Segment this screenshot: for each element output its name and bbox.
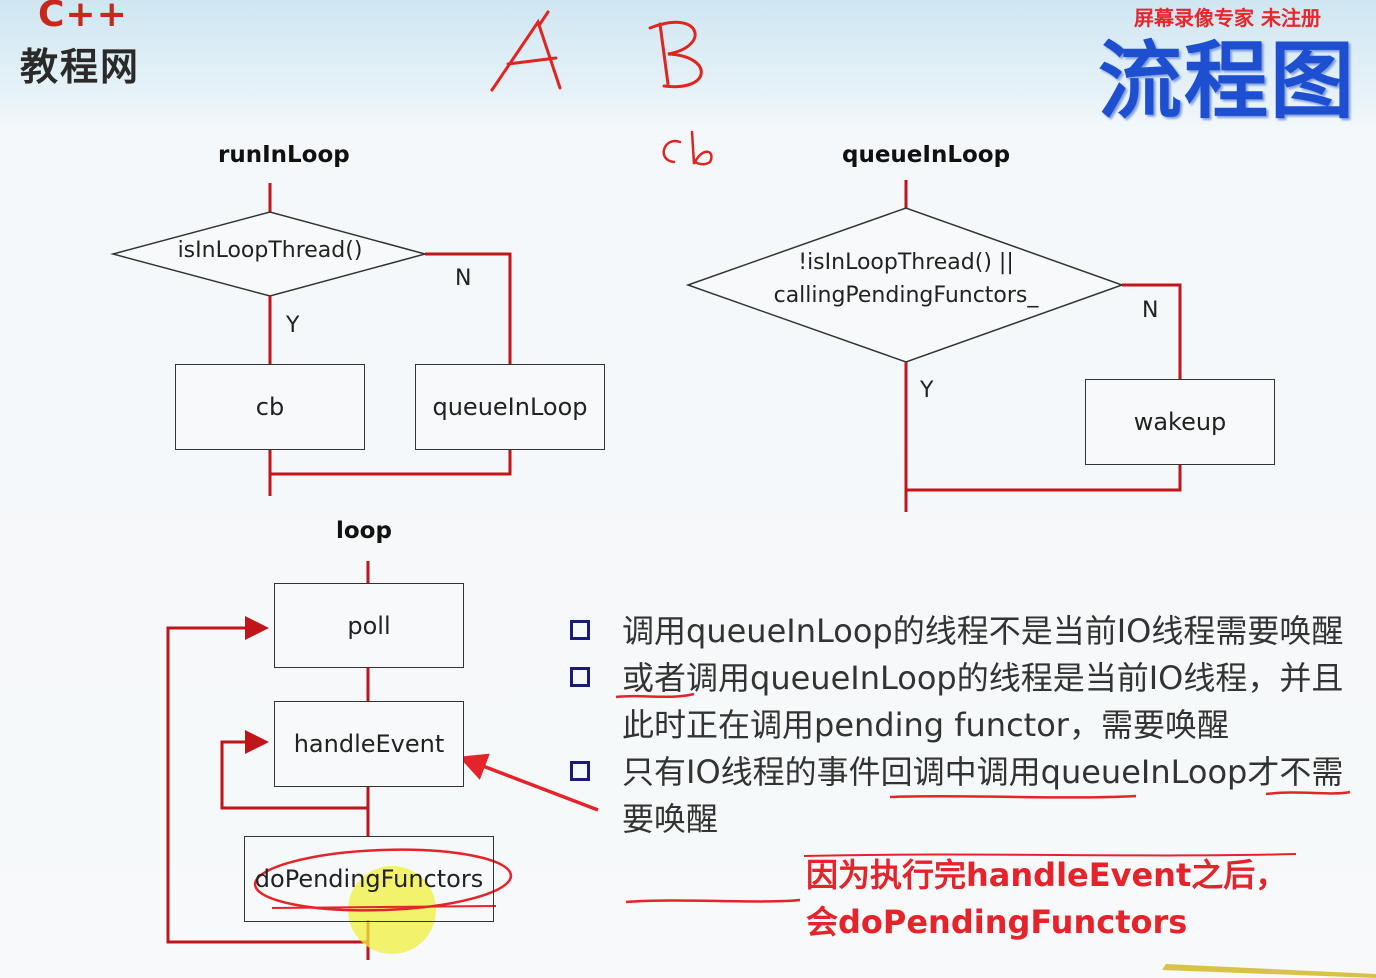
bullet-text: 调用queueInLoop的线程不是当前IO线程需要唤醒 <box>622 612 1344 650</box>
run-decision-label: isInLoopThread() <box>177 238 363 263</box>
run-no-label: N <box>455 266 472 291</box>
page-title: 流程图 <box>1098 32 1357 130</box>
loop-do-pending-functors-box: doPendingFunctors <box>244 836 494 922</box>
bullet-text: 或者调用queueInLoop的线程是当前IO线程，并且此时正在调用pendin… <box>622 659 1344 744</box>
queue-in-loop-title: queueInLoop <box>842 142 1011 168</box>
queue-no-label: N <box>1142 298 1159 323</box>
run-yes-label: Y <box>286 313 300 338</box>
queue-wakeup-box: wakeup <box>1085 379 1275 465</box>
logo-cpp: C++ <box>38 0 128 35</box>
bullet-item: 只有IO线程的事件回调中调用queueInLoop才不需要唤醒 <box>570 749 1360 843</box>
queue-decision-line2: callingPendingFunctors_ <box>773 283 1039 308</box>
bullet-text: 只有IO线程的事件回调中调用queueInLoop才不需要唤醒 <box>622 753 1344 838</box>
logo-site-name: 教程网 <box>20 45 141 89</box>
loop-handle-event-box: handleEvent <box>274 701 464 787</box>
bullet-item: 或者调用queueInLoop的线程是当前IO线程，并且此时正在调用pendin… <box>570 655 1360 749</box>
bullet-list: 调用queueInLoop的线程不是当前IO线程需要唤醒 或者调用queueIn… <box>570 608 1360 843</box>
annotation-note-line1: 因为执行完handleEvent之后， <box>806 856 1288 894</box>
bullet-item: 调用queueInLoop的线程不是当前IO线程需要唤醒 <box>570 608 1360 655</box>
bullet-square-icon <box>570 620 590 640</box>
queue-decision-line1: !isInLoopThread() || <box>798 250 1014 275</box>
annotation-note-line2: 会doPendingFunctors <box>806 903 1188 941</box>
run-queue-box: queueInLoop <box>415 364 605 450</box>
bullet-square-icon <box>570 667 590 687</box>
run-in-loop-title: runInLoop <box>218 142 350 168</box>
recorder-watermark: 屏幕录像专家 未注册 <box>1134 6 1321 30</box>
bullet-square-icon <box>570 761 590 781</box>
run-cb-box: cb <box>175 364 365 450</box>
loop-title: loop <box>336 518 392 544</box>
queue-yes-label: Y <box>920 378 934 403</box>
loop-poll-box: poll <box>274 583 464 668</box>
